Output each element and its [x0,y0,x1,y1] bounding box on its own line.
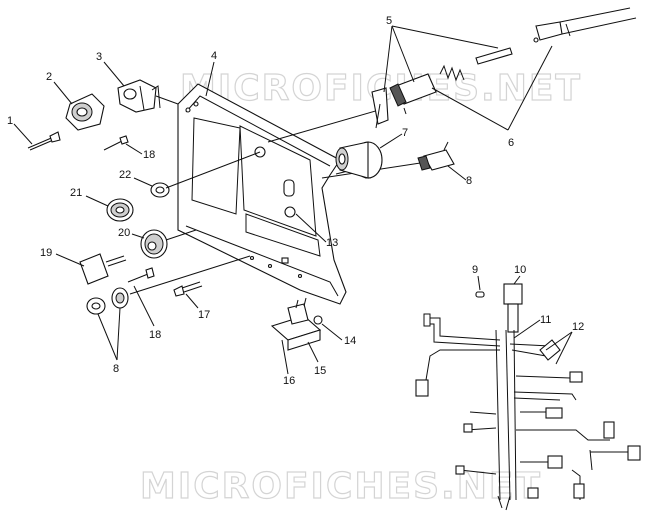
screw-18-bottom [127,267,155,283]
toggle-switch-left [86,287,129,315]
callout-4: 4 [211,50,217,62]
watermark-bottom: MICROFICHES.NET [140,466,542,507]
gauge [335,141,383,179]
callout-19: 19 [40,247,52,259]
callout-10: 10 [514,264,526,276]
switch-body-top [371,73,437,129]
harness-connector-top [533,7,637,43]
toggle-switch-right [417,141,455,171]
callout-12: 12 [572,321,584,333]
callout-7: 7 [402,127,408,139]
callout-11: 11 [540,314,551,326]
callout-3: 3 [96,51,102,63]
callout-16: 16 [283,375,295,387]
callout-17: 17 [198,309,210,321]
callout-18-bottom: 18 [149,329,161,341]
watermark-top: MICROFICHES.NET [180,68,582,109]
screw-18-top [103,135,129,151]
callout-15: 15 [314,365,326,377]
washer-22 [150,182,170,198]
bracket-3 [117,79,161,113]
callout-13: 13 [326,237,338,249]
callout-1: 1 [7,115,13,127]
callout-5: 5 [386,15,392,27]
key-19 [79,253,127,285]
nut-21 [106,198,134,222]
callout-9: 9 [472,264,478,276]
spring [439,64,465,82]
ignition-switch-20 [140,229,168,259]
callout-22: 22 [119,169,131,181]
callout-8-right: 8 [466,175,472,187]
callout-18-top: 18 [143,149,155,161]
callout-6: 6 [508,137,514,149]
terminal-block [270,297,323,351]
callout-21: 21 [70,187,82,199]
screw-17 [173,281,203,297]
callout-20: 20 [118,227,130,239]
callout-2: 2 [46,71,52,83]
callout-14: 14 [344,335,356,347]
callout-8-left: 8 [113,363,119,375]
switch-pin [475,47,513,65]
screw-1 [27,131,61,151]
bezel-2 [65,93,105,131]
wiring-harness [415,283,641,511]
